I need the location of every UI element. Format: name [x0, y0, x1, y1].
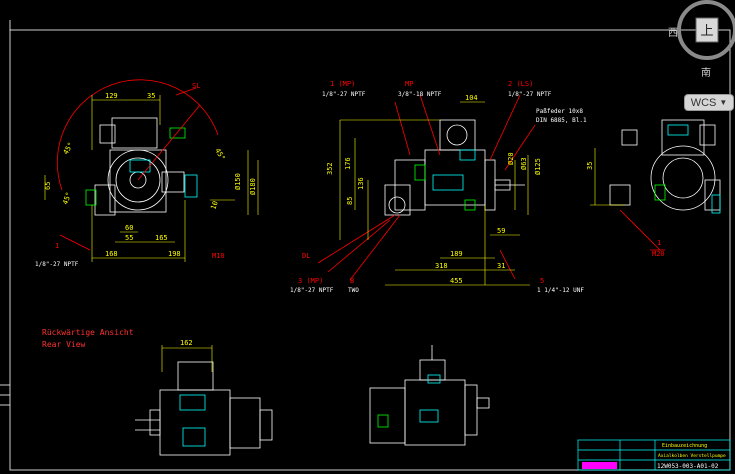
- rear-view-title-en: Rear View: [42, 340, 86, 349]
- viewcube-south-label[interactable]: 南: [701, 68, 711, 79]
- dim-168: 168: [105, 250, 118, 258]
- label-5: 5: [540, 277, 544, 285]
- label-mp: MP: [405, 80, 413, 88]
- label-port-1: 1: [55, 242, 59, 250]
- port-thread-5: 1 1/4"-12 UNF: [537, 287, 584, 294]
- title-header: Einbauzeichnung: [662, 443, 707, 449]
- dim-d63: Ø63: [520, 157, 528, 170]
- port-thread-mp: 3/8"-18 NPTF: [398, 91, 442, 98]
- side-view: 104 352 176 136 85 189 318 455 31 59 Ø20…: [290, 80, 587, 294]
- dim-d125: Ø125: [534, 158, 542, 175]
- label-m10: M10: [212, 252, 225, 260]
- svg-text:10: 10: [209, 200, 219, 211]
- dim-35-right: 35: [586, 162, 594, 170]
- dim-104: 104: [465, 94, 478, 102]
- dim-189: 189: [450, 250, 463, 258]
- label-b: B: [350, 277, 354, 285]
- dim-318: 318: [435, 262, 448, 270]
- label-m20: M20: [652, 250, 665, 258]
- port-b-size: TWO: [348, 287, 359, 294]
- dim-60: 60: [125, 224, 133, 232]
- drawing-number: 12W053-003-A01-02: [657, 463, 719, 470]
- svg-text:45°: 45°: [62, 141, 75, 156]
- key-spec-1: Paßfeder 10x8: [536, 108, 583, 115]
- dim-352: 352: [326, 162, 334, 175]
- svg-text:Ø180: Ø180: [249, 178, 257, 195]
- title-block: Einbauzeichnung Axialkolben Verstellpump…: [577, 439, 731, 471]
- chevron-down-icon: ▼: [719, 98, 728, 107]
- dim-35: 35: [147, 92, 155, 100]
- dim-455: 455: [450, 277, 463, 285]
- dim-176: 176: [344, 157, 352, 170]
- drawing-frame: [0, 20, 731, 471]
- rear-view: 162: [135, 339, 273, 456]
- bottom-view: [369, 345, 490, 446]
- label-port-2-ls: 2 (LS): [508, 80, 533, 88]
- wcs-dropdown[interactable]: WCS ▼: [684, 94, 734, 111]
- label-port-1-mp: 1 (MP): [330, 80, 355, 88]
- dim-31: 31: [497, 262, 505, 270]
- viewcube[interactable]: 上 西 南: [668, 0, 735, 80]
- front-view: 129 35 168 198 60 165 55 Ø150 Ø180 65 45…: [35, 79, 259, 268]
- port-front-thread: 1/8"-27 NPTF: [35, 261, 79, 268]
- dim-165: 165: [155, 234, 168, 242]
- title-subheader: Axialkolben Verstellpumpe: [658, 453, 726, 459]
- label-port-3-mp: 3 (MP): [298, 277, 323, 285]
- svg-text:45°: 45°: [61, 191, 73, 206]
- dim-198: 198: [168, 250, 181, 258]
- dim-162: 162: [180, 339, 193, 347]
- label-dl: DL: [302, 252, 310, 260]
- rear-view-title-de: Rückwärtige Ansicht: [42, 328, 134, 337]
- dim-59: 59: [497, 227, 505, 235]
- port-thread-3: 1/8"-27 NPTF: [290, 287, 334, 294]
- right-view: 35 1 M20: [586, 119, 721, 258]
- svg-text:Ø150: Ø150: [234, 173, 242, 190]
- dim-d20: Ø20: [507, 152, 515, 165]
- label-port-right: 1: [657, 239, 661, 247]
- dim-129: 129: [105, 92, 118, 100]
- dim-85: 85: [346, 197, 354, 205]
- label-sl: SL: [192, 82, 200, 90]
- viewcube-west-label[interactable]: 西: [668, 28, 678, 39]
- wcs-label: WCS: [690, 96, 717, 109]
- dim-136: 136: [357, 177, 365, 190]
- port-thread-2: 1/8"-27 NPTF: [508, 91, 552, 98]
- svg-text:65: 65: [44, 182, 52, 190]
- viewcube-face-top[interactable]: 上: [700, 24, 714, 39]
- port-thread-1: 1/8"-27 NPTF: [322, 91, 366, 98]
- key-spec-2: DIN 6885, Bl.1: [536, 117, 587, 124]
- svg-text:45°: 45°: [213, 147, 226, 162]
- dim-55: 55: [125, 234, 133, 242]
